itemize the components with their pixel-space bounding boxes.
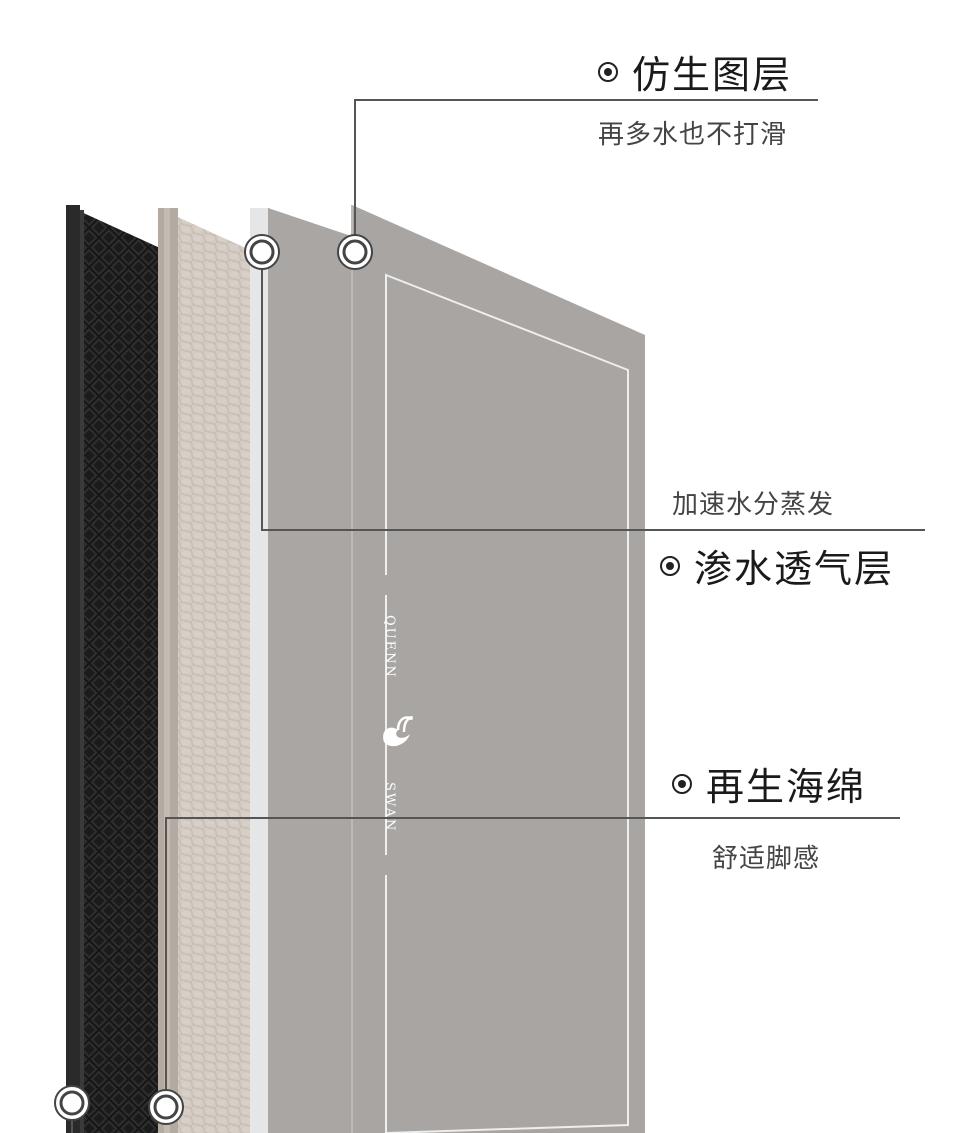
bottom-layer xyxy=(66,205,160,1133)
callout-middle-subtitle: 加速水分蒸发 xyxy=(672,490,835,520)
leader-line-middle xyxy=(261,252,925,531)
pin-marker-icon xyxy=(148,1089,184,1125)
top-layer xyxy=(268,205,645,1133)
callout-middle: 渗水透气层 xyxy=(660,538,894,593)
callout-middle-title: 渗水透气层 xyxy=(694,547,895,591)
top-layer-frame xyxy=(385,273,629,1133)
callout-bottom-title: 再生海绵 xyxy=(706,765,867,809)
callout-top: 仿生图层 xyxy=(598,44,792,99)
callout-top-subtitle: 再多水也不打滑 xyxy=(598,120,788,150)
brand-wordmark-bottom: SWAN xyxy=(382,782,397,832)
sponge-layer xyxy=(158,208,250,1133)
pin-marker-icon xyxy=(244,234,280,270)
brand-mark: QUENN SWAN xyxy=(382,615,414,832)
pin-marker-icon xyxy=(54,1085,90,1121)
bullet-dot-icon xyxy=(672,773,692,794)
brand-wordmark-top: QUENN xyxy=(382,615,397,679)
bullet-dot-icon xyxy=(598,61,618,82)
leader-line-bottom xyxy=(165,817,900,1107)
swan-logo-icon xyxy=(383,716,414,747)
leader-line-top xyxy=(354,99,818,252)
pin-marker-icon xyxy=(337,234,373,270)
pin-markers xyxy=(54,234,373,1125)
callout-bottom-subtitle: 舒适脚感 xyxy=(712,844,821,874)
callout-bottom: 再生海绵 xyxy=(672,756,866,811)
bullet-dot-icon xyxy=(660,555,680,576)
callout-top-title: 仿生图层 xyxy=(632,53,793,97)
